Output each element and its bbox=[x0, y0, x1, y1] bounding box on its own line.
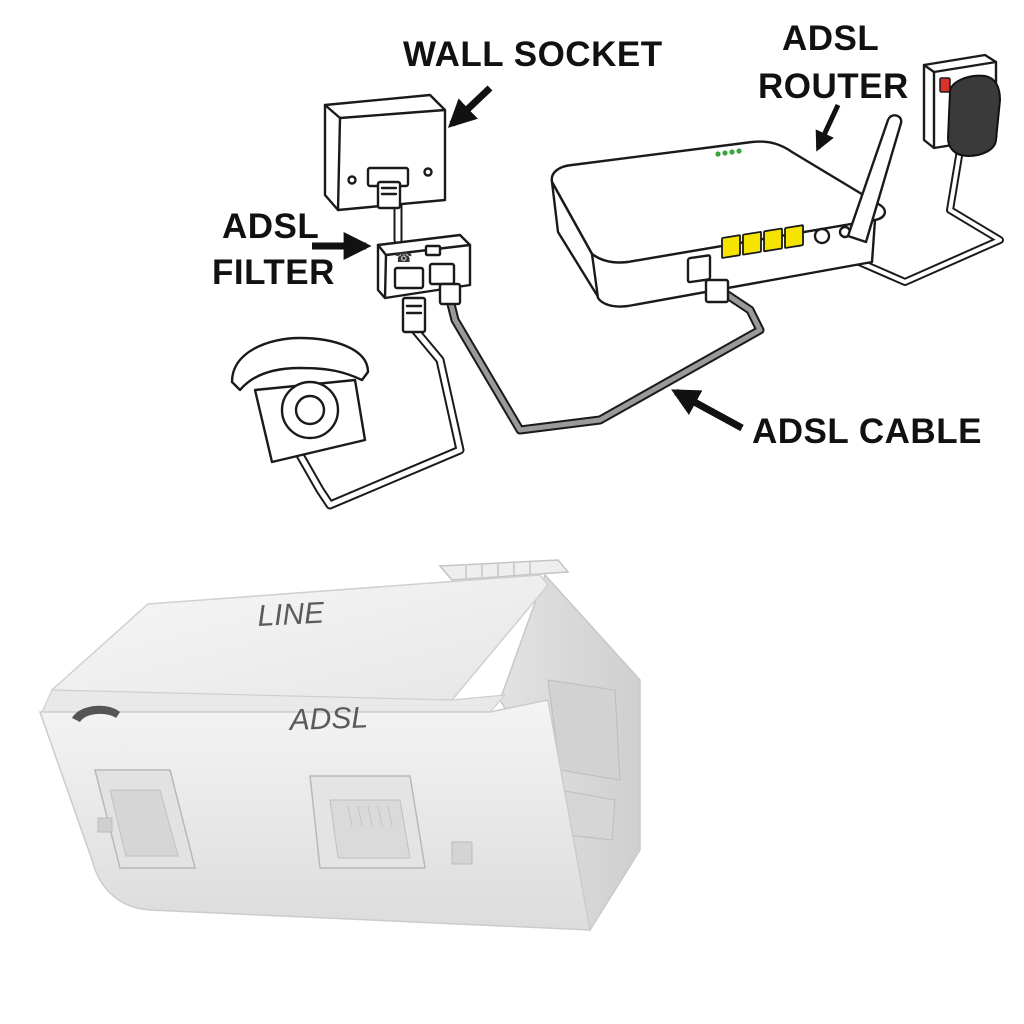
embossed-line-label: LINE bbox=[257, 596, 326, 632]
rear-plug-tab bbox=[438, 559, 570, 581]
adsl-port bbox=[686, 254, 712, 284]
power-cable bbox=[846, 146, 1004, 286]
filter-phone-plug bbox=[401, 296, 427, 334]
label-adsl-router-line1: ADSL bbox=[782, 19, 879, 58]
ethernet-ports bbox=[721, 224, 804, 259]
router-leds bbox=[715, 148, 742, 157]
power-adapter bbox=[946, 74, 1002, 158]
router-adsl-plug bbox=[704, 278, 730, 304]
power-switch bbox=[939, 77, 951, 93]
antenna bbox=[846, 114, 903, 244]
embossed-adsl-label: ADSL bbox=[287, 701, 368, 737]
wall-socket bbox=[323, 93, 447, 212]
handset-icon bbox=[72, 705, 120, 722]
label-wall-socket: WALL SOCKET bbox=[403, 35, 663, 74]
label-adsl-filter-line2: FILTER bbox=[212, 253, 335, 292]
adsl-cable-core bbox=[447, 287, 763, 433]
label-adsl-router-line2: ROUTER bbox=[758, 67, 909, 106]
adsl-filter-diagram: ☎ bbox=[376, 233, 472, 334]
callout-arrows bbox=[312, 85, 841, 432]
arrow-wall-socket bbox=[447, 85, 493, 128]
filter-handset-icon: ☎ bbox=[395, 250, 412, 266]
adsl-cable bbox=[445, 285, 765, 435]
arrow-adsl-router bbox=[815, 103, 841, 152]
adsl-router bbox=[550, 114, 903, 308]
label-adsl-cable: ADSL CABLE bbox=[752, 412, 982, 451]
telephone bbox=[230, 336, 370, 464]
filter-adsl-plug bbox=[438, 282, 462, 306]
adsl-filter-product: LINE ADSL bbox=[38, 559, 641, 932]
phone-cable bbox=[295, 325, 465, 510]
power-outlet bbox=[922, 53, 1002, 158]
label-adsl-filter-line1: ADSL bbox=[222, 207, 319, 246]
power-port bbox=[813, 227, 831, 245]
arrow-adsl-cable bbox=[671, 388, 744, 432]
